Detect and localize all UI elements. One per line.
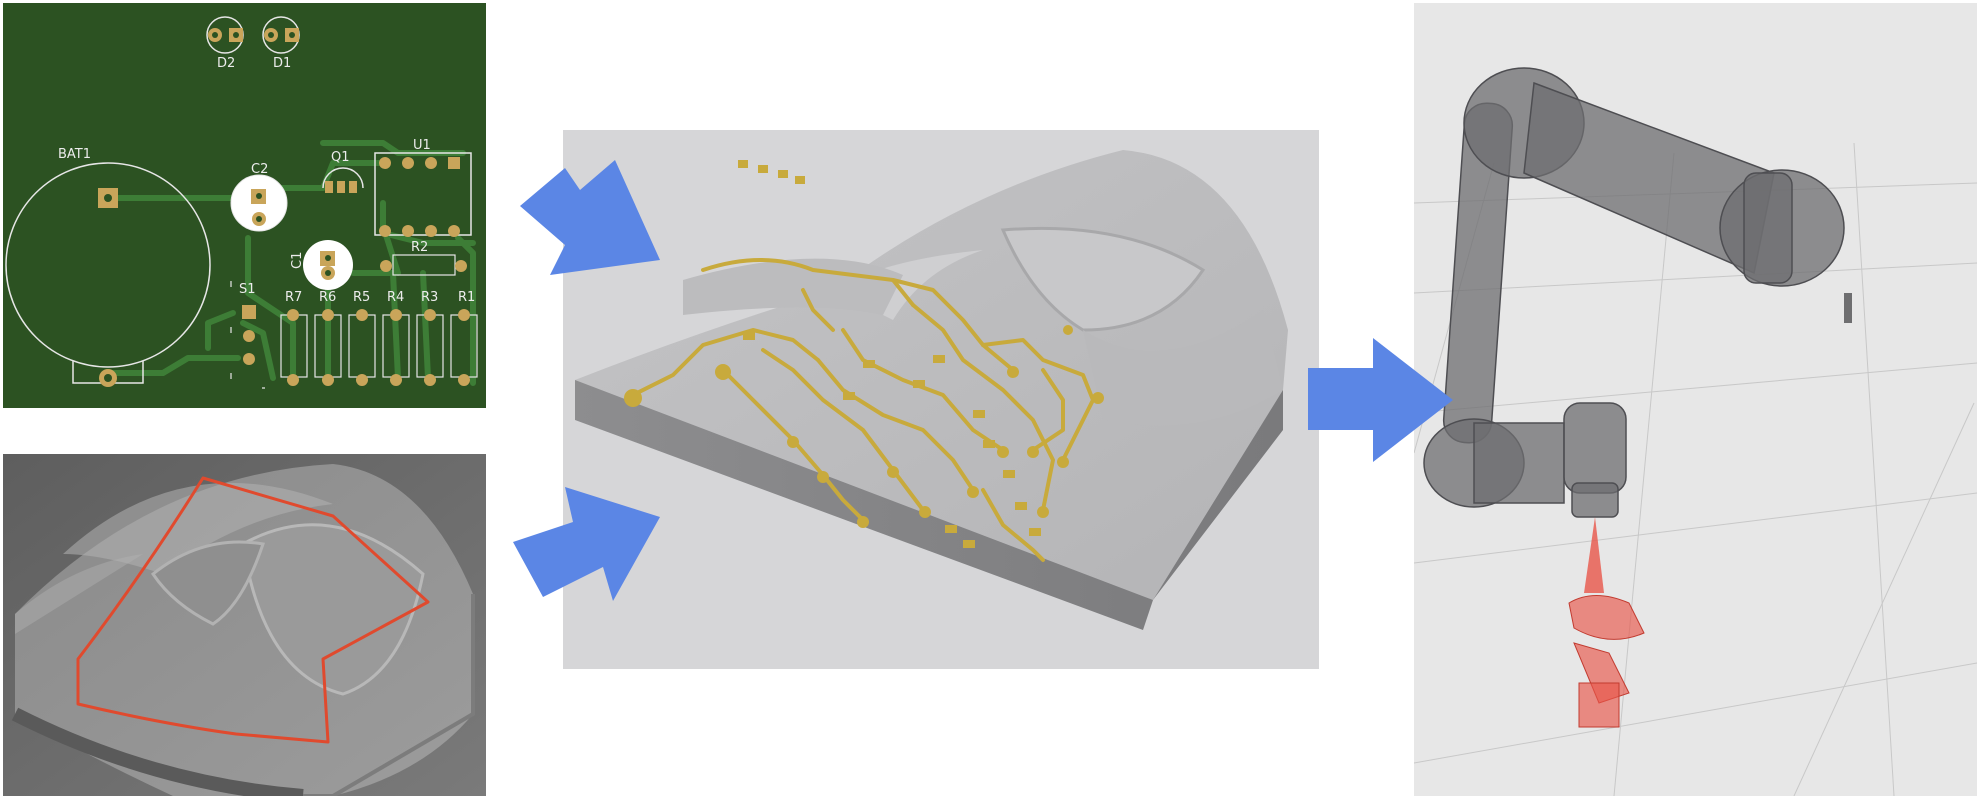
arrow-icon-print-to-robot: [1308, 338, 1453, 462]
pcb-layout-drawing: D2 D1 BAT1 C2 Q1 U1 R2 C1 S1 R7 R6 R5 R4…: [5, 16, 478, 389]
arrow-icon-pcb-to-print: [520, 160, 660, 275]
arrow-icon-cad-to-print: [513, 487, 660, 601]
battery-outline: [5, 162, 211, 368]
ic-u1-outline: [374, 152, 472, 236]
printed-traces: [631, 258, 1095, 562]
label-r7: R7: [285, 290, 302, 305]
label-r5: R5: [353, 290, 370, 305]
conformal-circuit-render: [575, 150, 1288, 630]
region-outline: [76, 476, 430, 744]
robot-arm-render: [1414, 67, 1977, 796]
label-d2: D2: [217, 56, 235, 71]
label-r2: R2: [411, 240, 428, 255]
label-c1: C1: [290, 252, 305, 269]
label-r4: R4: [387, 290, 404, 305]
pcb-layout-panel: D2 D1 BAT1 C2 Q1 U1 R2 C1 S1 R7 R6 R5 R4…: [3, 3, 486, 408]
label-u1: U1: [413, 138, 431, 153]
cad-surface-panel: [3, 454, 486, 796]
label-bat1: BAT1: [58, 147, 91, 162]
label-r3: R3: [421, 290, 438, 305]
robot-arm: [1423, 67, 1845, 518]
laser-beam: [1584, 517, 1604, 593]
cad-surface-render: [3, 454, 486, 796]
conformal-print-panel: [563, 130, 1319, 669]
printed-pads: [624, 160, 1104, 548]
resistor-outlines: [280, 314, 478, 378]
label-c2: C2: [251, 162, 268, 177]
label-d1: D1: [273, 56, 291, 71]
label-s1: S1: [239, 282, 256, 297]
robot-simulation-panel: [1414, 3, 1977, 796]
label-r6: R6: [319, 290, 336, 305]
target-workpiece: [1568, 595, 1645, 728]
label-r1: R1: [458, 290, 475, 305]
label-q1: Q1: [331, 150, 350, 165]
